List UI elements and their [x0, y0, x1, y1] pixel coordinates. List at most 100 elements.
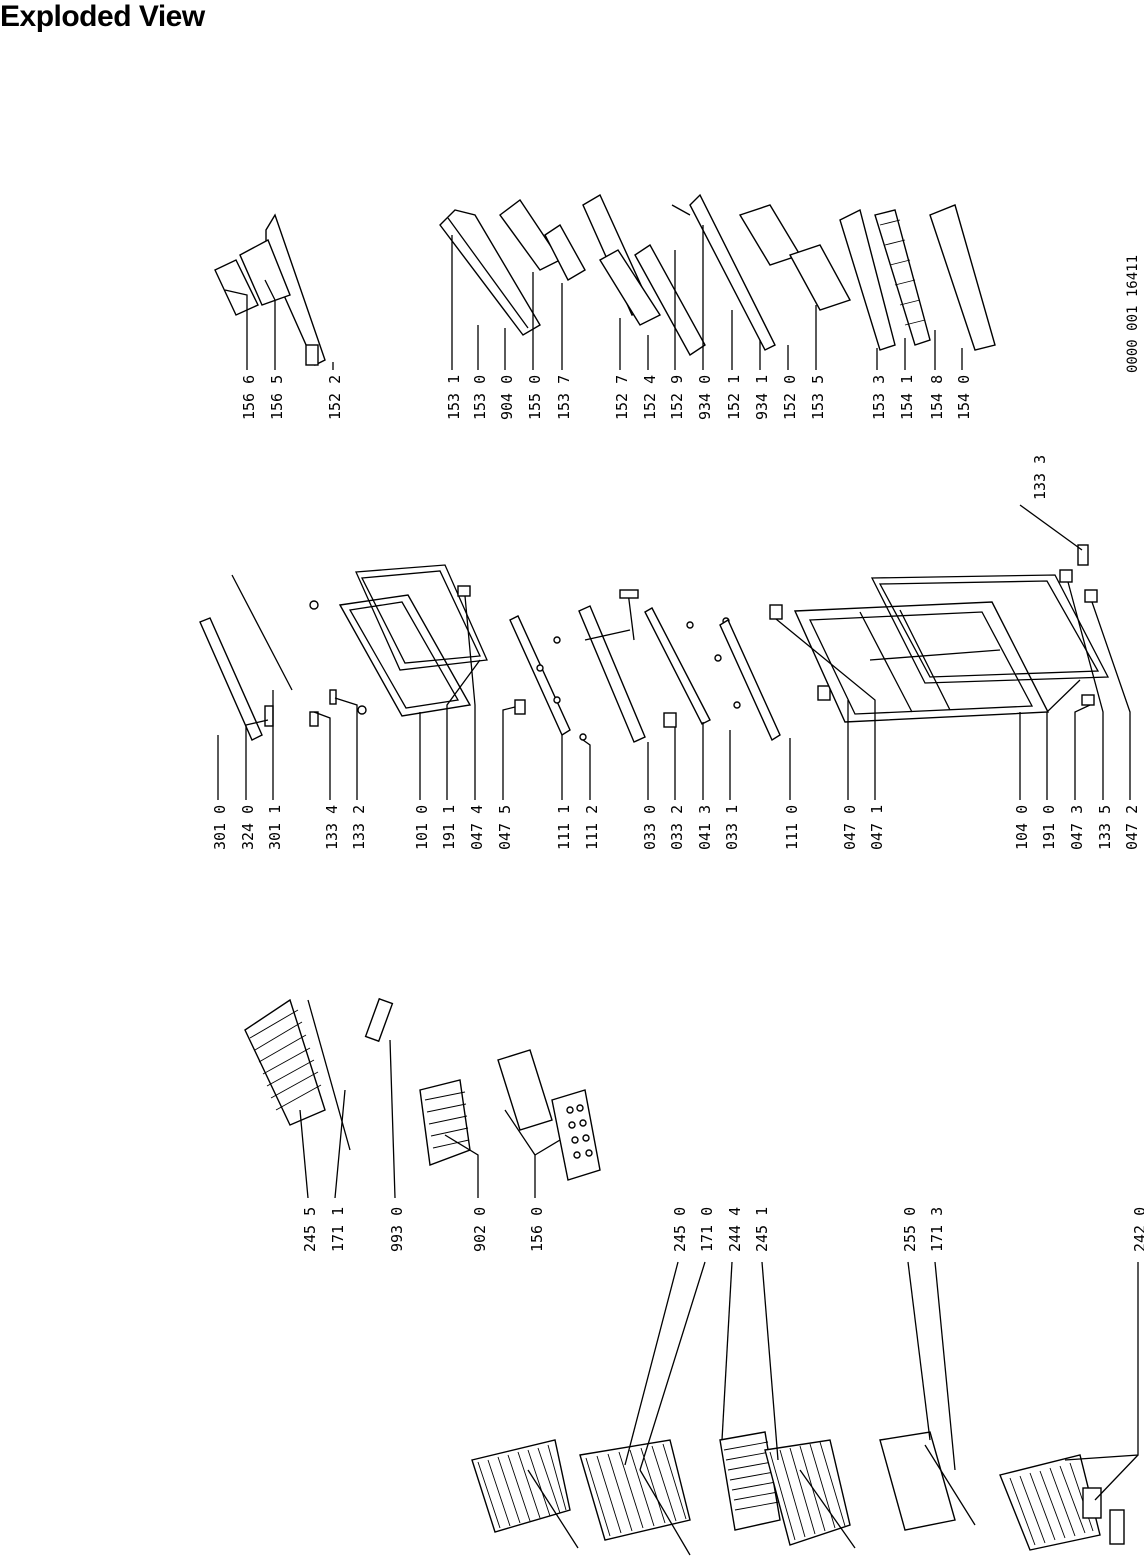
part-label: 153 5	[809, 375, 827, 420]
bracket-047-0	[817, 685, 831, 701]
freezer-door	[338, 594, 472, 717]
part-label: 133 3	[1031, 455, 1049, 500]
part-label: 047 3	[1068, 805, 1086, 850]
part-label: 171 3	[928, 1207, 946, 1252]
part-label: 244 4	[726, 1207, 744, 1252]
door-shelf-152-0	[671, 193, 776, 351]
part-labels: 245 0 171 0 244 4 245 1 255 0 171 3 242 0 245 5…	[211, 375, 1144, 1252]
part-label: 154 8	[928, 375, 946, 420]
part-label: 191 1	[440, 805, 458, 850]
part-label: 156 0	[528, 1207, 546, 1252]
part-label: 934 1	[753, 375, 771, 420]
egg-tray	[551, 1089, 601, 1181]
part-label: 047 2	[1123, 805, 1141, 850]
part-label: 133 4	[323, 805, 341, 850]
part-label: 152 1	[725, 375, 743, 420]
part-label: 152 2	[326, 375, 344, 420]
bracket-047-4	[457, 585, 471, 597]
part-label: 934 0	[696, 375, 714, 420]
egg-tray-lid	[497, 1049, 553, 1131]
trim-041-3	[644, 607, 711, 725]
part-label: 153 7	[555, 375, 573, 420]
egg-rack	[499, 194, 662, 326]
front-panel-111-1	[509, 615, 571, 737]
leaders-center	[217, 504, 1131, 800]
part-label: 324 0	[239, 805, 257, 850]
small-clip	[264, 705, 274, 727]
door-shelf-154-0	[929, 204, 996, 351]
part-label: 041 3	[696, 805, 714, 850]
door-shelf-152-4	[634, 243, 706, 357]
part-label: 111 0	[783, 805, 801, 850]
door-bin-right-top	[265, 213, 326, 366]
part-label: 047 5	[496, 805, 514, 850]
page-title: Exploded View	[0, 0, 205, 33]
wire-shelf-2	[579, 1439, 691, 1556]
small-grille	[719, 1431, 781, 1531]
part-label: 047 4	[468, 805, 486, 850]
small-cams	[536, 636, 587, 741]
part-label: 104 0	[1013, 805, 1031, 850]
upper-wire-shelf	[244, 998, 326, 1126]
part-label: 153 1	[445, 375, 463, 420]
trim-strip	[307, 999, 351, 1151]
part-label: 191 0	[1040, 805, 1058, 850]
part-label: 033 2	[668, 805, 686, 850]
control-panel	[578, 605, 646, 743]
part-label: 111 1	[555, 805, 573, 850]
leaders-left-mid	[299, 1039, 561, 1199]
part-label: 047 0	[841, 805, 859, 850]
part-label: 154 0	[955, 375, 973, 420]
part-label: 033 0	[641, 805, 659, 850]
part-label: 245 5	[301, 1207, 319, 1252]
document-number: 0000 001 16411	[1125, 255, 1141, 373]
part-label: 155 0	[526, 375, 544, 420]
part-label: 245 1	[753, 1207, 771, 1252]
leaders-right	[224, 225, 963, 370]
small-bins-right	[738, 204, 852, 311]
part-label: 153 0	[471, 375, 489, 420]
part-label: 154 1	[898, 375, 916, 420]
small-profile	[364, 997, 394, 1043]
leaders-far-left	[624, 1261, 1139, 1501]
small-bin-156-5	[239, 239, 291, 306]
door-shelf-153-3	[839, 208, 896, 351]
part-label: 153 3	[870, 375, 888, 420]
part-label: 101 0	[413, 805, 431, 850]
part-label: 111 2	[583, 805, 601, 850]
glass-shelf	[879, 1431, 976, 1531]
freezer-door-gasket	[355, 564, 488, 671]
wire-shelf-1	[471, 1439, 579, 1549]
part-label: 047 1	[868, 805, 886, 850]
part-label: 171 1	[329, 1207, 347, 1252]
part-label: 301 0	[211, 805, 229, 850]
top-trim	[199, 574, 293, 741]
part-label: 245 0	[671, 1207, 689, 1252]
front-panel-111-0	[719, 618, 781, 742]
part-label: 171 0	[698, 1207, 716, 1252]
grille-154-1	[874, 209, 931, 346]
part-label: 152 9	[668, 375, 686, 420]
bracket-047-5	[514, 699, 526, 715]
part-label: 301 1	[266, 805, 284, 850]
part-label: 152 4	[641, 375, 659, 420]
part-label: 902 0	[471, 1207, 489, 1252]
crisper-basket	[999, 1454, 1125, 1551]
door-rack	[419, 1079, 471, 1166]
bottom-hinge-parts	[1059, 544, 1098, 706]
part-label: 904 0	[498, 375, 516, 420]
part-label: 133 2	[350, 805, 368, 850]
part-label: 033 1	[723, 805, 741, 850]
wire-shelf-3	[764, 1439, 856, 1549]
fridge-door-gasket	[870, 574, 1110, 684]
part-label: 993 0	[388, 1207, 406, 1252]
part-label: 152 7	[613, 375, 631, 420]
part-label: 242 0	[1131, 1207, 1144, 1252]
door-shelf-153-0	[439, 209, 541, 336]
part-label: 133 5	[1096, 805, 1114, 850]
part-label: 156 6	[240, 375, 258, 420]
bracket-047-1	[769, 604, 783, 620]
part-label: 152 0	[781, 375, 799, 420]
part-label: 255 0	[901, 1207, 919, 1252]
